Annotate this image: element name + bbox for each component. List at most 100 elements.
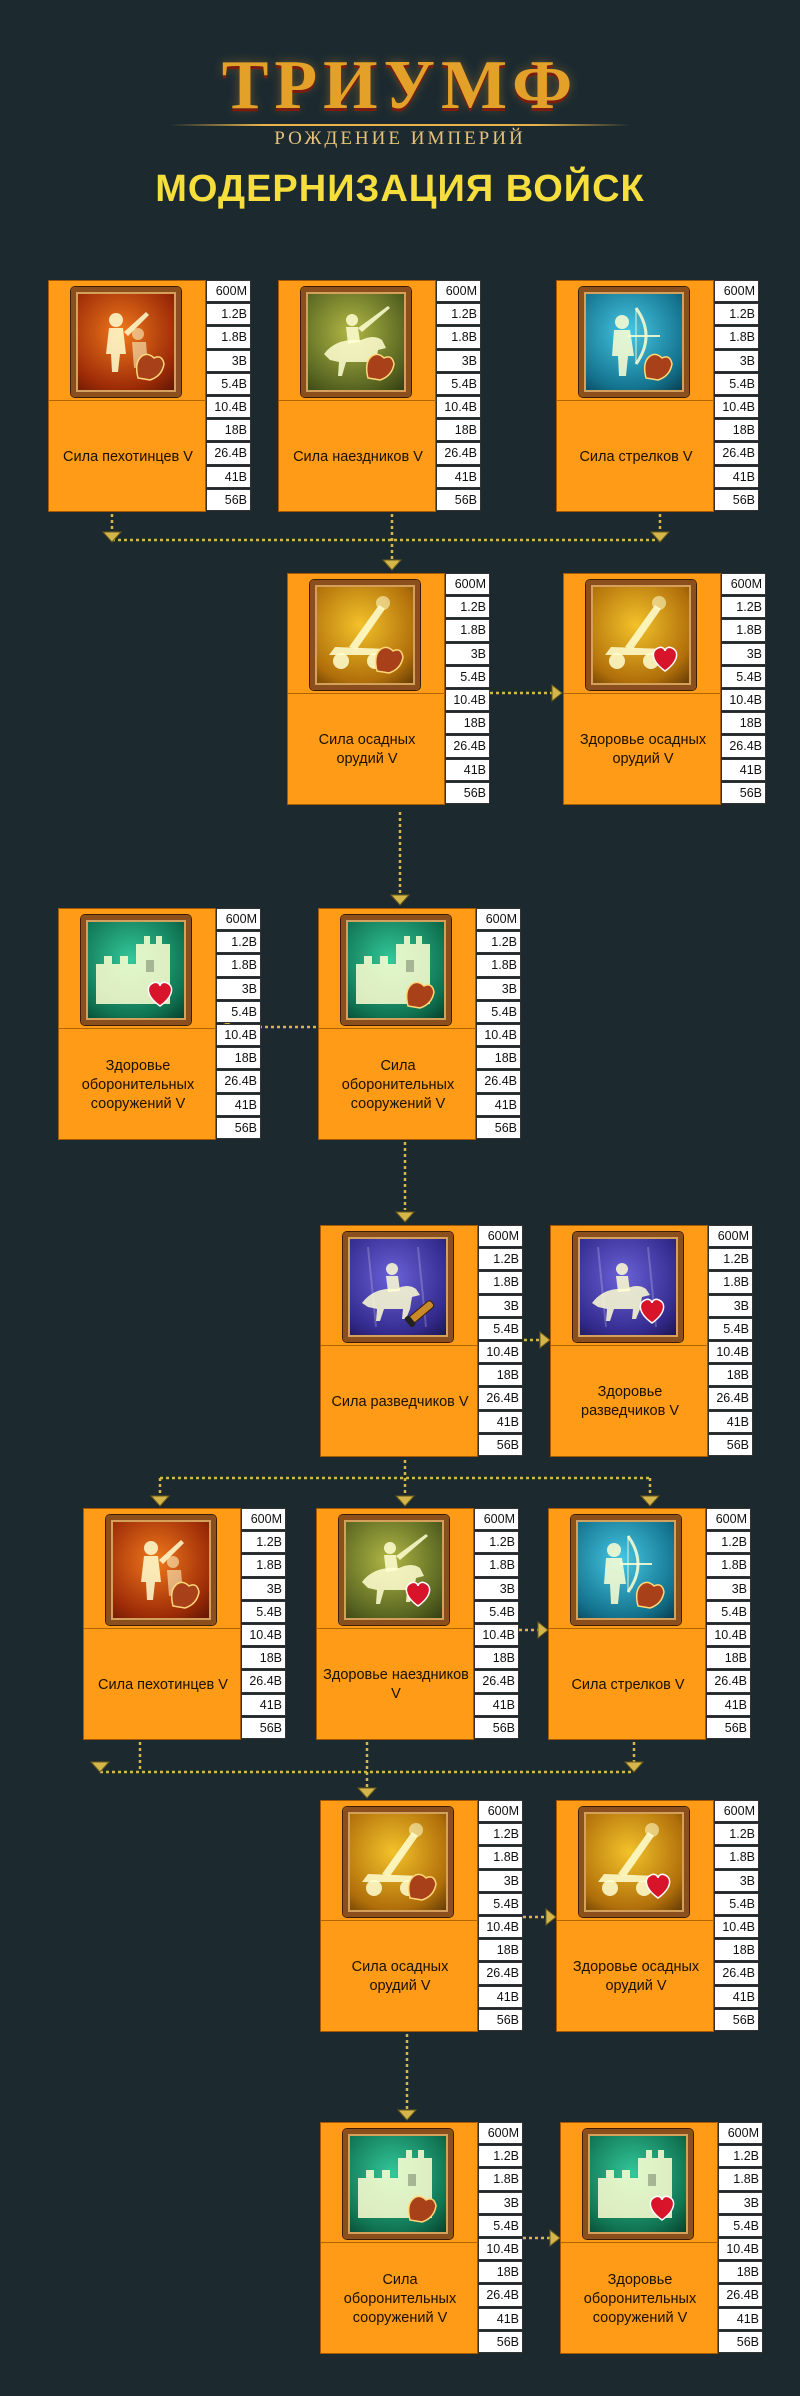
cost-cell: 10.4B bbox=[478, 1915, 523, 1939]
cost-cell: 600M bbox=[474, 1508, 519, 1531]
cost-cell: 10.4B bbox=[478, 2237, 523, 2261]
cost-cell: 56B bbox=[478, 1433, 523, 1456]
arrow-head-icon bbox=[89, 1761, 111, 1773]
cost-cell: 5.4B bbox=[714, 372, 759, 395]
card-body: Здоровье осадных орудий V bbox=[563, 573, 722, 805]
cost-cell: 1.8B bbox=[714, 326, 759, 349]
cost-cell: 600M bbox=[714, 1800, 759, 1823]
card-body: Сила оборонительных сооружений V bbox=[318, 908, 477, 1140]
logo-subtitle: РОЖДЕНИЕ ИМПЕРИЙ bbox=[274, 128, 526, 149]
upgrade-label: Сила наездников V bbox=[293, 448, 423, 465]
cost-cell: 56B bbox=[476, 1116, 521, 1139]
cost-cell: 56B bbox=[706, 1716, 751, 1739]
cost-cell: 41B bbox=[714, 465, 759, 488]
cost-cell: 18B bbox=[478, 1939, 523, 1962]
wall-icon bbox=[341, 915, 451, 1025]
cost-cell: 56B bbox=[474, 1716, 519, 1739]
cost-cell: 41B bbox=[206, 465, 251, 488]
card-body: Здоровье разведчиков V bbox=[550, 1225, 709, 1457]
upgrade-label: Сила разведчиков V bbox=[331, 1393, 469, 1410]
cost-cell: 5.4B bbox=[216, 1000, 261, 1023]
card-image-area bbox=[557, 281, 715, 401]
cost-cell: 3B bbox=[718, 2191, 763, 2214]
cost-cell: 41B bbox=[714, 1985, 759, 2008]
upgrade-label: Сила оборонительных сооружений V bbox=[341, 1057, 455, 1112]
cost-cell: 26.4B bbox=[718, 2284, 763, 2307]
cost-cell: 3B bbox=[445, 642, 490, 665]
cost-cell: 18B bbox=[241, 1647, 286, 1670]
upgrade-label: Здоровье осадных орудий V bbox=[572, 1959, 700, 1994]
strength-icon bbox=[329, 596, 404, 674]
cost-cell: 10.4B bbox=[216, 1023, 261, 1047]
cost-cell: 56B bbox=[478, 2330, 523, 2353]
cost-cell: 1.2B bbox=[476, 931, 521, 954]
arrow-head-icon bbox=[623, 1761, 645, 1773]
card-image-area bbox=[564, 574, 722, 694]
card-body: Здоровье оборонительных сооружений V bbox=[560, 2122, 719, 2354]
cost-cell: 5.4B bbox=[708, 1317, 753, 1340]
heart-icon bbox=[96, 936, 173, 1007]
cost-cell: 41B bbox=[718, 2307, 763, 2330]
logo-divider bbox=[170, 124, 630, 126]
card-image-area bbox=[317, 1509, 475, 1629]
cost-cell: 600M bbox=[714, 280, 759, 303]
cost-cell: 5.4B bbox=[718, 2214, 763, 2237]
cost-cell: 41B bbox=[478, 1985, 523, 2008]
cost-cell: 5.4B bbox=[206, 372, 251, 395]
cost-cell: 26.4B bbox=[445, 735, 490, 758]
cost-cell: 56B bbox=[714, 2008, 759, 2031]
scout-icon bbox=[343, 1232, 453, 1342]
cost-cell: 18B bbox=[445, 712, 490, 735]
arrow-head-icon bbox=[389, 894, 411, 906]
arrow-head-icon bbox=[381, 559, 403, 571]
cost-cell: 41B bbox=[241, 1693, 286, 1716]
cost-cell: 26.4B bbox=[478, 1962, 523, 1985]
cost-cell: 1.2B bbox=[216, 931, 261, 954]
siege-icon bbox=[586, 580, 696, 690]
cost-cell: 1.8B bbox=[721, 619, 766, 642]
cost-cell: 3B bbox=[706, 1577, 751, 1600]
heart-icon bbox=[362, 1534, 431, 1607]
cost-cell: 3B bbox=[241, 1577, 286, 1600]
cost-cell: 56B bbox=[718, 2330, 763, 2353]
heart-icon bbox=[605, 596, 678, 672]
arrow-head-icon bbox=[545, 1907, 557, 1927]
siege-icon bbox=[579, 1807, 689, 1917]
cost-cell: 56B bbox=[708, 1433, 753, 1456]
upgrade-label: Здоровье оборонительных сооружений V bbox=[583, 2271, 697, 2326]
siege-icon bbox=[343, 1807, 453, 1917]
cost-cell: 3B bbox=[436, 349, 481, 372]
cost-cell: 41B bbox=[706, 1693, 751, 1716]
upgrade-label: Сила стрелков V bbox=[579, 448, 693, 465]
cost-cell: 10.4B bbox=[474, 1623, 519, 1647]
card-image-area bbox=[321, 1226, 479, 1346]
card-body: Сила стрелков V bbox=[556, 280, 715, 512]
upgrade-label: Сила пехотинцев V bbox=[98, 1676, 228, 1693]
upgrade-label: Сила пехотинцев V bbox=[63, 448, 193, 465]
cost-cell: 10.4B bbox=[206, 395, 251, 419]
arrow-head-icon bbox=[537, 1620, 549, 1640]
cost-cell: 1.2B bbox=[445, 596, 490, 619]
cost-cell: 41B bbox=[474, 1693, 519, 1716]
cost-cell: 1.8B bbox=[478, 1271, 523, 1294]
cost-cell: 600M bbox=[476, 908, 521, 931]
cost-cell: 3B bbox=[474, 1577, 519, 1600]
